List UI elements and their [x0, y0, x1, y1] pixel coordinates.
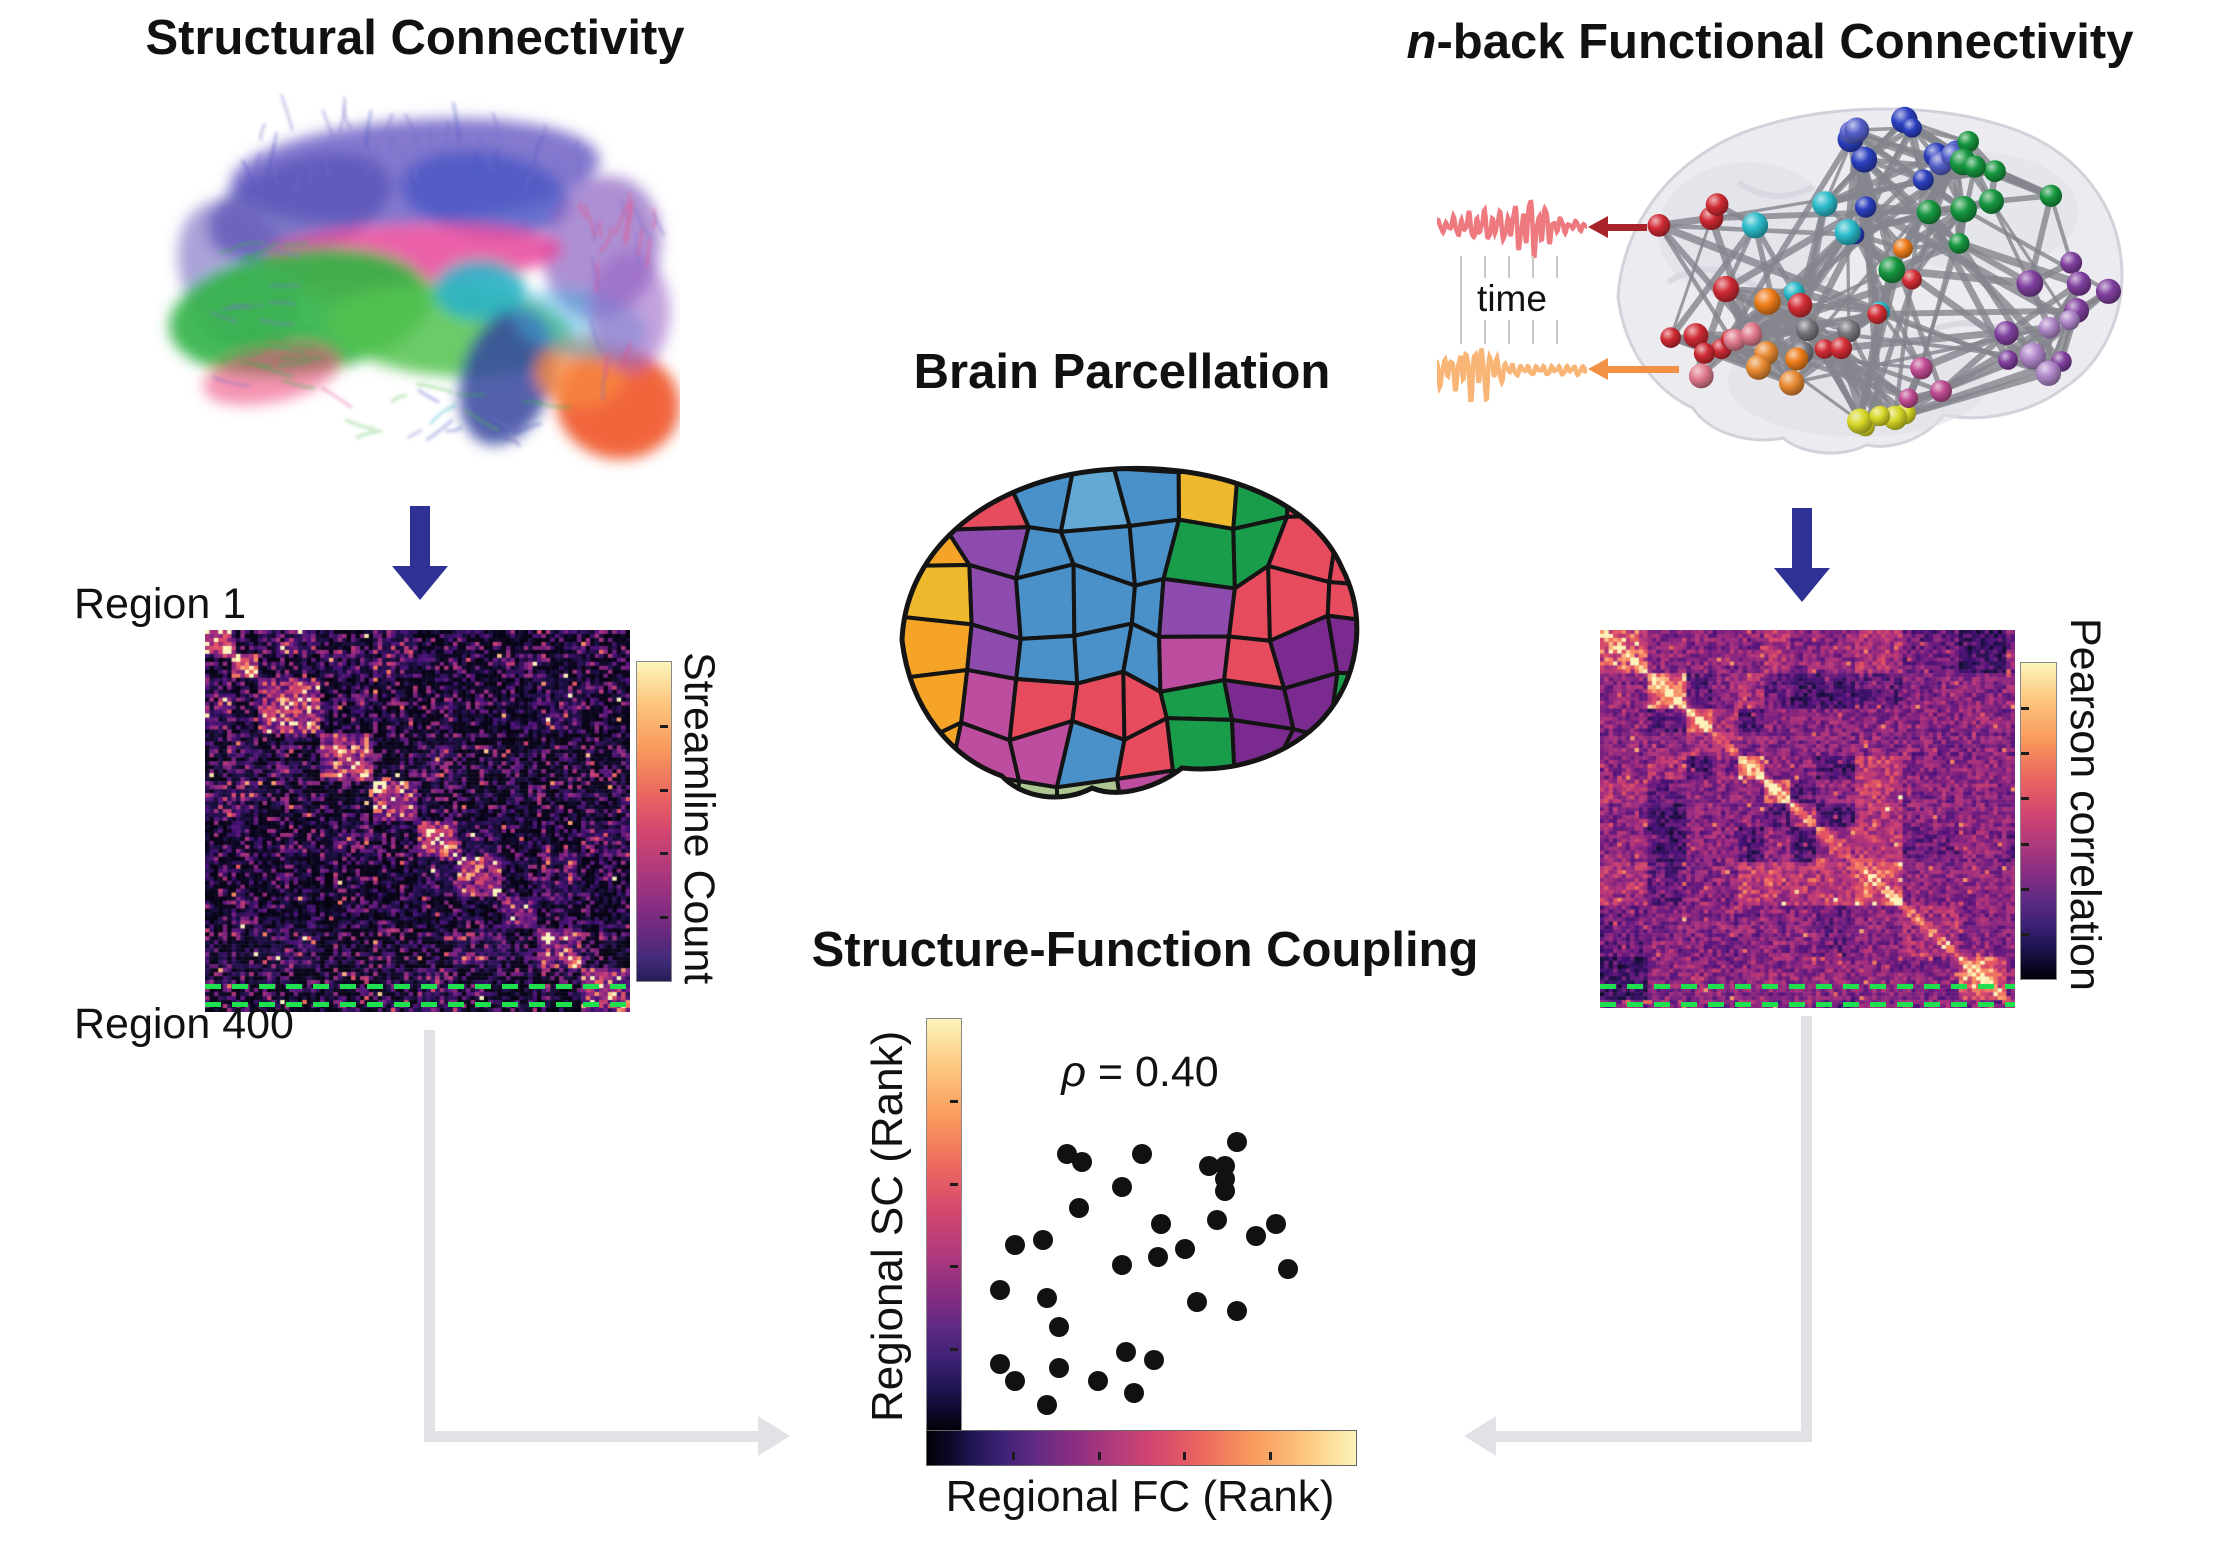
scatter-point	[1123, 1382, 1144, 1403]
orange-left-arrow-icon-head	[1588, 358, 1608, 380]
connector-line-right-vertical	[1801, 1016, 1812, 1442]
green-dashed-line	[1600, 1002, 2015, 1007]
connector-line-left-horizontal	[424, 1431, 758, 1442]
colorbar-tick	[950, 1100, 958, 1104]
colorbar-tick	[2021, 797, 2029, 801]
scatter-point	[1187, 1292, 1207, 1313]
colorbar-tick	[950, 1347, 958, 1351]
down-arrow-icon-right	[1792, 508, 1812, 570]
colorbar-tick	[1269, 1452, 1273, 1460]
rho-annotation: ρ = 0.40	[1030, 1048, 1250, 1097]
scatter-xaxis-colorbar	[926, 1430, 1357, 1466]
red-left-arrow-icon-head	[1588, 216, 1608, 238]
down-arrow-icon	[410, 506, 430, 568]
bold-signal-timeseries	[1437, 199, 1587, 258]
scatter-point	[1143, 1349, 1164, 1370]
colorbar-tick	[950, 1265, 958, 1269]
down-arrow-icon-right-head	[1774, 568, 1830, 602]
scatter-point	[1111, 1255, 1132, 1276]
structural-connectivity-matrix-heatmap	[205, 630, 630, 1012]
scatter-point	[1151, 1214, 1172, 1234]
streamline-count-colorbar	[636, 661, 672, 982]
scatter-point	[1005, 1370, 1026, 1391]
scatter-point	[1206, 1209, 1227, 1230]
scatter-point	[1115, 1341, 1136, 1362]
colorbar-tick	[1183, 1452, 1187, 1460]
colorbar-tick	[1011, 1452, 1015, 1460]
scatter-point	[1036, 1288, 1057, 1309]
scatter-xlabel: Regional FC (Rank)	[945, 1472, 1335, 1521]
green-dashed-line	[205, 1002, 630, 1007]
colorbar-tick	[2021, 707, 2029, 711]
rho-symbol: ρ	[1061, 1048, 1086, 1096]
colorbar-tick	[660, 724, 668, 728]
scatter-point	[989, 1279, 1010, 1300]
scatter-point	[1198, 1156, 1219, 1177]
colorbar-tick	[950, 1182, 958, 1186]
scatter-point	[1048, 1358, 1069, 1379]
colorbar-tick	[2021, 932, 2029, 936]
scatter-point	[1072, 1152, 1093, 1173]
brain-parcellation-title: Brain Parcellation	[913, 345, 1331, 399]
scatter-yaxis-colorbar	[926, 1018, 962, 1432]
green-dashed-line	[1600, 984, 2015, 989]
functional-network-brain-image	[1616, 106, 2124, 455]
structure-function-coupling-title: Structure-Function Coupling	[811, 923, 1479, 977]
down-arrow-icon-head	[392, 566, 448, 600]
green-dashed-line	[205, 984, 630, 989]
scatter-plot-area	[960, 1018, 1355, 1430]
scatter-point	[1056, 1143, 1077, 1164]
connector-line-right-horizontal	[1496, 1431, 1812, 1442]
colorbar-tick	[660, 788, 668, 792]
scatter-point	[1111, 1176, 1132, 1197]
functional-connectivity-title: n-back Functional Connectivity	[1355, 14, 2185, 70]
scatter-point	[1036, 1395, 1057, 1416]
right-arrowhead-icon	[758, 1416, 790, 1456]
scatter-point	[1226, 1131, 1247, 1152]
pearson-correlation-colorbar	[2020, 662, 2057, 980]
time-gridline	[1460, 256, 1462, 344]
title-n-italic: n	[1406, 15, 1437, 69]
orange-left-arrow-icon	[1607, 366, 1679, 373]
brain-parcellation-image	[899, 465, 1360, 800]
scatter-point	[1032, 1230, 1053, 1251]
tractography-brain-image	[169, 94, 680, 460]
scatter-point	[1266, 1214, 1286, 1234]
pearson-correlation-colorbar-label: Pearson correlation	[2061, 618, 2109, 991]
scatter-point	[1226, 1300, 1247, 1321]
scatter-point	[1175, 1238, 1196, 1259]
colorbar-tick	[2021, 752, 2029, 756]
scatter-point	[1088, 1370, 1109, 1391]
colorbar-tick	[1097, 1452, 1101, 1460]
scatter-ylabel: Regional SC (Rank)	[863, 1030, 912, 1422]
title-rest: -back Functional Connectivity	[1436, 15, 2134, 69]
colorbar-tick	[660, 916, 668, 920]
bold-signal-timeseries-2	[1437, 348, 1587, 402]
functional-connectivity-matrix-heatmap	[1600, 630, 2015, 1008]
structural-connectivity-title: Structural Connectivity	[145, 11, 685, 65]
scatter-point	[1277, 1259, 1298, 1280]
scatter-point	[989, 1354, 1010, 1375]
scatter-point	[1246, 1226, 1267, 1247]
region-400-label: Region 400	[74, 1000, 294, 1048]
region-1-label: Region 1	[74, 580, 247, 628]
scatter-point	[1147, 1246, 1168, 1267]
scatter-point	[1005, 1234, 1026, 1255]
scatter-point	[1068, 1197, 1089, 1218]
connector-line-left-vertical	[424, 1030, 435, 1442]
red-left-arrow-icon	[1607, 224, 1647, 231]
streamline-count-colorbar-label: Streamline Count	[675, 652, 723, 985]
colorbar-tick	[2021, 887, 2029, 891]
left-arrowhead-icon	[1464, 1416, 1496, 1456]
scatter-point	[1131, 1143, 1152, 1164]
scatter-point	[1214, 1181, 1235, 1202]
time-axis-label: time	[1462, 278, 1562, 320]
scatter-point	[1048, 1317, 1069, 1337]
colorbar-tick	[2021, 842, 2029, 846]
colorbar-tick	[660, 852, 668, 856]
rho-value: = 0.40	[1085, 1048, 1219, 1096]
